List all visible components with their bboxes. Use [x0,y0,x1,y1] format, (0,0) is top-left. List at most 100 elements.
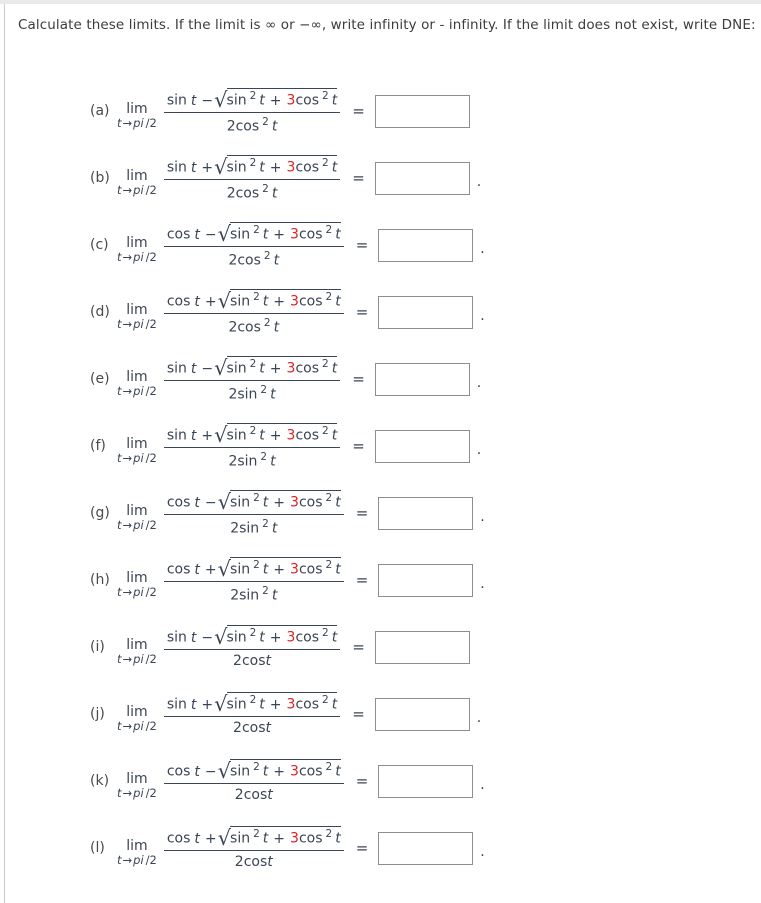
limit-approach: t→pi/2 [117,385,157,398]
approach-variable: t [117,518,122,532]
radical-sign-icon: √ [214,88,228,112]
denominator-variable: t [265,719,272,736]
denominator-term: 2cos [233,652,266,669]
period-text: . [476,375,482,391]
panel-left-border [4,4,5,903]
radicand-var1: t [259,360,265,377]
numerator-sign: + [204,293,217,310]
answer-input[interactable] [374,94,470,128]
problem-label: (g) [90,505,110,521]
lim-operator: lim [126,168,148,184]
radicand-var2: t [335,226,341,243]
radicand-fn2: cos [295,159,320,176]
numerator-sign: + [204,830,217,847]
denominator-exponent: 2 [262,182,269,195]
radical-sign-icon: √ [217,557,232,581]
answer-input[interactable] [374,697,470,731]
numerator-sign: + [201,427,214,444]
limit-approach: t→pi/2 [117,787,157,800]
denominator-exponent: 2 [260,450,268,463]
radicand-fn1: sin [230,763,251,780]
approach-variable: t [117,384,122,398]
arrow-icon: → [122,652,133,666]
approach-variable: t [117,183,122,197]
lim-operator: lim [126,704,148,720]
numerator-sign: − [201,629,214,646]
answer-input[interactable] [378,496,474,530]
limit-approach: t→pi/2 [117,251,157,264]
equals-sign: = [352,437,365,455]
answer-input[interactable] [378,563,474,597]
radicand-coefficient: 3 [286,159,296,176]
denominator-exponent: 2 [263,249,271,262]
radicand-coefficient: 3 [290,763,299,780]
limit-expression: lim t→pi/2 [117,571,157,599]
problem-label: (i) [90,639,105,655]
approach-over-two: /2 [145,652,157,666]
answer-input[interactable] [374,429,470,463]
approach-variable: t [117,317,122,331]
radicand-exponent2: 2 [322,357,329,370]
radicand-fn2: cos [298,561,323,578]
denominator-term: 2cos [226,118,260,135]
period-text: . [480,777,485,793]
limit-approach: t→pi/2 [117,653,157,666]
radicand-plus: + [269,629,282,646]
radical-sign-icon: √ [214,155,228,179]
radicand-coefficient: 3 [290,226,299,243]
answer-input[interactable] [378,228,474,262]
radicand-exponent2: 2 [322,627,329,640]
radicand-exponent2: 2 [325,828,333,841]
arrow-icon: → [122,451,133,465]
equals-sign: = [355,303,369,321]
radicand-var1: t [259,92,265,109]
answer-input[interactable] [378,831,474,865]
numerator-variable: t [190,696,197,713]
denominator-variable: t [273,252,280,269]
radicand-exponent2: 2 [325,290,333,303]
radicand-coefficient: 3 [286,92,296,109]
period-text: . [480,241,485,257]
numerator-sign: − [204,494,217,511]
approach-pi: pi [133,317,144,331]
radicand-var2: t [331,629,338,646]
denominator: 2cost [235,784,273,803]
answer-input[interactable] [374,362,470,396]
arrow-icon: → [122,853,133,867]
radicand-exponent1: 2 [249,89,257,102]
arrow-icon: → [122,518,133,532]
radicand-fn2: cos [298,763,323,780]
answer-input[interactable] [374,161,470,195]
answer-input[interactable] [378,764,474,798]
numerator-sign: + [201,696,214,713]
problem-label: (c) [90,237,109,253]
radicand-fn1: sin [226,92,247,109]
arrow-icon: → [122,116,133,130]
denominator-term: 2cos [228,252,261,269]
answer-input[interactable] [378,295,474,329]
answer-input[interactable] [374,630,470,664]
denominator-term: 2sin [228,386,258,403]
radicand-exponent2: 2 [322,694,329,707]
radicand-fn2: cos [295,427,320,444]
radicand-var1: t [262,830,269,847]
lim-operator: lim [126,570,148,586]
approach-pi: pi [133,384,144,398]
denominator-term: 2cos [234,853,268,870]
numerator-sign: + [204,561,217,578]
numerator-variable: t [194,830,200,847]
